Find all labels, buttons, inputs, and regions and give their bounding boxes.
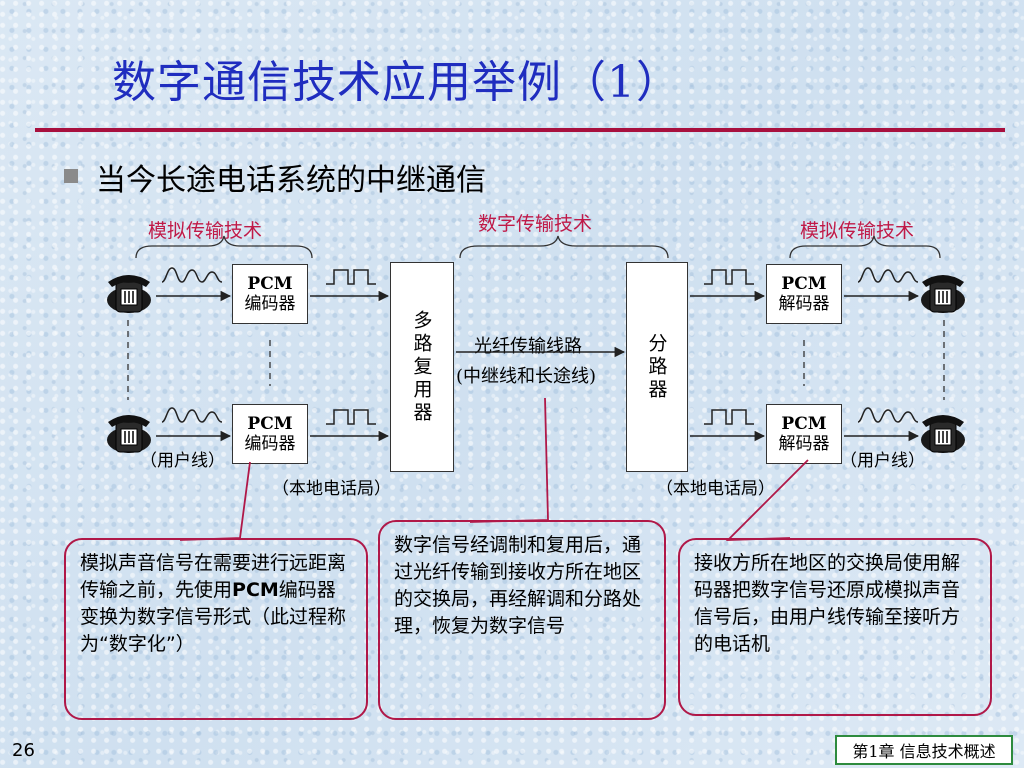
- multiplexer-box: 多路复用器: [390, 262, 454, 472]
- pcm-decoder-bottom: PCM 解码器: [766, 404, 842, 464]
- pcm-decoder-top: PCM 解码器: [766, 264, 842, 324]
- telephone-icon: [920, 414, 966, 454]
- label-digital: 数字传输技术: [478, 213, 593, 235]
- multiplexer-label: 多路复用器: [410, 309, 433, 425]
- analog-wave-icon: [857, 407, 919, 423]
- telephone-icon: [106, 274, 152, 314]
- analog-wave-icon: [161, 267, 223, 283]
- callout-left-text-strong: PCM: [232, 579, 279, 601]
- fiber-line-sublabel: (中继线和长途线): [456, 366, 597, 387]
- decoder-name: PCM: [781, 274, 827, 294]
- decoder-name: PCM: [781, 414, 827, 434]
- fiber-line-label: 光纤传输线路: [474, 336, 582, 357]
- pcm-encoder-top: PCM 编码器: [232, 264, 308, 324]
- label-analog-left: 模拟传输技术: [148, 220, 263, 242]
- digital-pulse-icon: [703, 409, 755, 425]
- encoder-sub: 编码器: [244, 434, 296, 454]
- brace-digital: [459, 235, 669, 259]
- encoder-name: PCM: [247, 274, 293, 294]
- callout-left-text-pre: 模拟声音信号在需要进行远距离传输之前，先使用: [80, 552, 347, 601]
- page-title: 数字通信技术应用举例（1）: [112, 57, 681, 108]
- callout-left: 模拟声音信号在需要进行远距离传输之前，先使用PCM编码器变换为数字信号形式（此过…: [64, 538, 368, 720]
- title-divider: [35, 128, 1005, 132]
- chapter-badge: 第1章 信息技术概述: [835, 735, 1013, 765]
- digital-pulse-icon: [703, 269, 755, 285]
- callout-right: 接收方所在地区的交换局使用解码器把数字信号还原成模拟声音信号后，由用户线传输至接…: [678, 538, 992, 716]
- callout-middle-text: 数字信号经调制和复用后，通过光纤传输到接收方所在地区的交换局，再经解调和分路处理…: [394, 534, 642, 637]
- splitter-label: 分路器: [645, 332, 668, 402]
- bullet-square-icon: [64, 169, 78, 183]
- analog-wave-icon: [161, 407, 223, 423]
- encoder-sub: 编码器: [244, 294, 296, 314]
- bullet-text: 当今长途电话系统的中继通信: [96, 163, 486, 198]
- callout-right-text: 接收方所在地区的交换局使用解码器把数字信号还原成模拟声音信号后，由用户线传输至接…: [694, 552, 961, 655]
- digital-pulse-icon: [325, 269, 377, 285]
- decoder-sub: 解码器: [778, 434, 830, 454]
- user-line-right-label: （用户线）: [840, 451, 925, 471]
- local-office-left-label: （本地电话局）: [272, 479, 391, 499]
- encoder-name: PCM: [247, 414, 293, 434]
- telephone-icon: [920, 274, 966, 314]
- pcm-encoder-bottom: PCM 编码器: [232, 404, 308, 464]
- local-office-right-label: （本地电话局）: [656, 479, 775, 499]
- analog-wave-icon: [857, 267, 919, 283]
- user-line-left-label: （用户线）: [140, 451, 225, 471]
- page-number: 26: [12, 740, 35, 761]
- label-analog-right: 模拟传输技术: [800, 220, 915, 242]
- callout-middle: 数字信号经调制和复用后，通过光纤传输到接收方所在地区的交换局，再经解调和分路处理…: [378, 520, 666, 720]
- digital-pulse-icon: [325, 409, 377, 425]
- callout-left-text-post: 编码器变换为数字信号形式（此过程称为“数字化”）: [80, 579, 347, 655]
- splitter-box: 分路器: [626, 262, 688, 472]
- decoder-sub: 解码器: [778, 294, 830, 314]
